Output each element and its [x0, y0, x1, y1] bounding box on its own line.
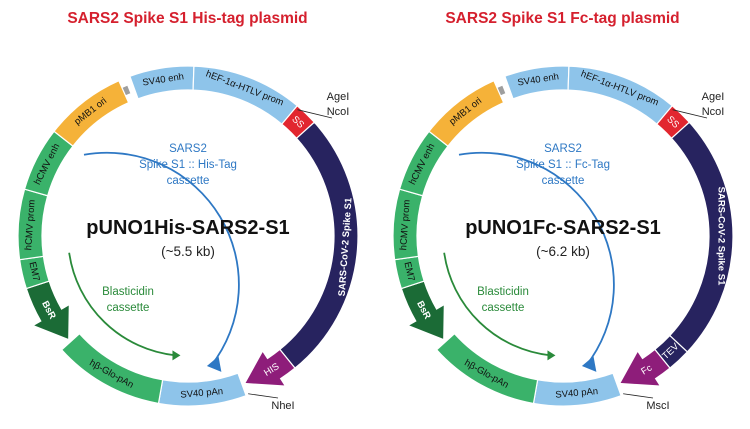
em7-label: EM7 — [26, 261, 41, 283]
site-label-bottom: MscI — [646, 400, 669, 412]
expression-cassette-arc — [458, 151, 615, 367]
sv40-pan-label: SV40 pAn — [180, 386, 224, 401]
site-label-top: NcoI — [702, 106, 725, 118]
hbglo-segment — [435, 332, 539, 405]
expression-cassette-label: cassette — [542, 175, 585, 187]
expression-cassette-label: Spike S1 :: His-Tag — [139, 159, 237, 171]
pmb1-ori-segment — [428, 79, 505, 147]
bsr-arrow — [25, 280, 70, 341]
site-label-top: AgeI — [327, 91, 350, 103]
tag-arrow — [243, 348, 296, 387]
plasmid-size: (~5.5 kb) — [161, 244, 215, 259]
pmb1-ori-segment — [53, 79, 130, 147]
blasticidin-arrowhead — [172, 350, 181, 361]
hcmv-prom-label: hCMV prom — [398, 199, 413, 250]
sv40-pan-label: SV40 pAn — [555, 386, 599, 401]
tag-arrow — [618, 348, 671, 387]
expression-cassette-label: SARS2 — [169, 143, 207, 155]
plasmid-name: pUNO1Fc-SARS2-S1 — [465, 217, 661, 239]
blasticidin-cassette-label: Blasticidin — [477, 286, 529, 298]
blasticidin-cassette-label: cassette — [482, 302, 525, 314]
hbglo-segment — [60, 332, 164, 405]
expression-cassette-arc — [83, 151, 240, 367]
blasticidin-cassette-arc — [68, 252, 176, 357]
site-label-top: NcoI — [327, 106, 350, 118]
site-pointer — [623, 393, 654, 399]
site-pointer — [248, 393, 279, 399]
hcmv-prom-label: hCMV prom — [23, 199, 38, 250]
site-pointer — [297, 109, 333, 119]
bsr-arrow — [400, 280, 445, 341]
blasticidin-arrowhead — [547, 350, 556, 361]
panel-title: SARS2 Spike S1 His-tag plasmid — [67, 10, 308, 27]
expression-arrowhead — [206, 356, 222, 372]
site-pointer — [672, 109, 708, 119]
expression-cassette-label: Spike S1 :: Fc-Tag — [516, 159, 610, 171]
site-label-top: AgeI — [702, 91, 725, 103]
blasticidin-cassette-label: Blasticidin — [102, 286, 154, 298]
plasmid-name: pUNO1His-SARS2-S1 — [86, 217, 289, 239]
expression-cassette-label: cassette — [167, 175, 210, 187]
expression-cassette-label: SARS2 — [544, 143, 582, 155]
em7-label: EM7 — [401, 261, 416, 283]
blasticidin-cassette-arc — [443, 252, 551, 357]
site-label-bottom: NheI — [271, 400, 294, 412]
blasticidin-cassette-label: cassette — [107, 302, 150, 314]
spike-label: SARS-CoV-2 Spike S1 — [716, 187, 727, 286]
expression-arrowhead — [581, 356, 597, 372]
panel-title: SARS2 Spike S1 Fc-tag plasmid — [445, 10, 680, 27]
plasmid-size: (~6.2 kb) — [536, 244, 590, 259]
